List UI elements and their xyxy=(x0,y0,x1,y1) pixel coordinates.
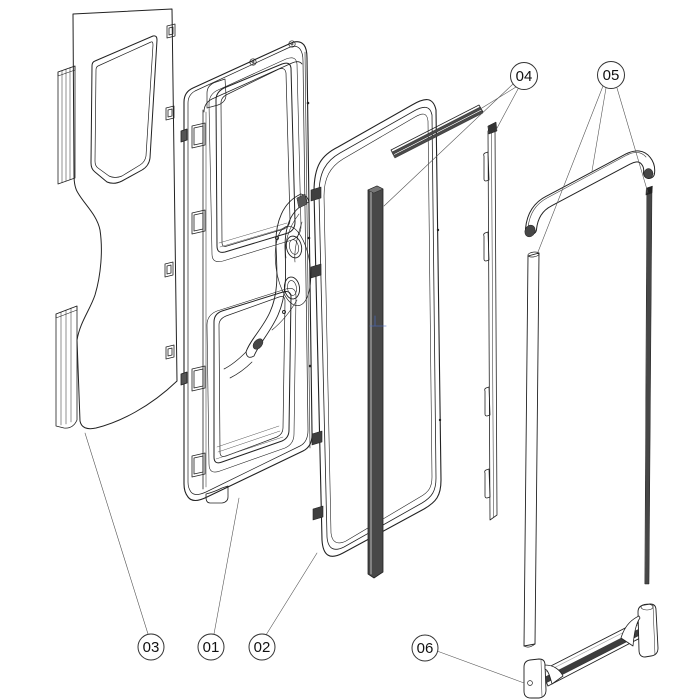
leader-02 xyxy=(265,552,318,636)
seal-frame-outer xyxy=(313,99,442,557)
seal-frame xyxy=(310,99,442,557)
leader-lines xyxy=(84,83,649,684)
glazing-bar-vertical xyxy=(367,185,384,579)
top-trim-rail xyxy=(524,150,656,238)
callout-01[interactable]: 01 xyxy=(197,633,225,661)
callout-02[interactable]: 02 xyxy=(248,633,276,661)
leader-01 xyxy=(213,497,240,635)
door-hinge-blocks xyxy=(180,122,206,478)
seal-frame-clips xyxy=(310,186,324,521)
panel-hinge-rail-bottom xyxy=(55,305,78,429)
leader-03 xyxy=(84,432,149,635)
leader-05b xyxy=(591,87,607,172)
leader-06 xyxy=(436,650,525,684)
inner-panel-outline xyxy=(72,8,178,430)
bottom-rail-right-cap xyxy=(620,603,659,658)
inner-panel-window-inner xyxy=(94,41,154,178)
glazing-strip-diagonal xyxy=(390,104,484,159)
callout-03[interactable]: 03 xyxy=(137,633,165,661)
leader-04b xyxy=(383,83,514,207)
seal-frame-inner xyxy=(323,113,433,544)
callout-05[interactable]: 05 xyxy=(597,61,625,89)
inner-panel xyxy=(55,8,178,430)
door-frame xyxy=(180,40,313,504)
leader-05c xyxy=(616,87,649,194)
panel-hinge-rail-top xyxy=(57,65,76,185)
door-upper-opening xyxy=(208,57,302,262)
door-corner-cap xyxy=(206,78,227,109)
callout-03-label: 03 xyxy=(143,639,160,656)
watermark-mark xyxy=(369,315,387,327)
door-outline-outer xyxy=(183,41,313,502)
seal-frame-mid xyxy=(318,106,437,550)
door-outline-inner xyxy=(187,45,309,495)
callout-02-label: 02 xyxy=(254,639,271,656)
door-front-top-edge xyxy=(203,61,303,113)
door-bottom-tab xyxy=(205,485,229,504)
bottom-rail xyxy=(523,603,659,699)
door-edge-dots xyxy=(306,101,312,368)
clip-strip-clips xyxy=(483,151,491,499)
inner-panel-window-outer xyxy=(90,35,158,184)
leader-04a xyxy=(476,86,517,112)
bottom-rail-left-cap xyxy=(523,658,564,699)
door-right-edge-line xyxy=(304,51,311,449)
seal-frame-dots xyxy=(436,228,442,422)
callout-05-label: 05 xyxy=(603,67,620,84)
door-lower-opening xyxy=(206,288,297,473)
leader-04c xyxy=(495,88,519,131)
door-latch-mechanism xyxy=(223,193,312,379)
leader-05a xyxy=(537,85,604,253)
callout-06-label: 06 xyxy=(417,640,434,657)
callout-06[interactable]: 06 xyxy=(411,634,439,662)
clip-strip xyxy=(483,121,498,521)
panel-clips xyxy=(164,23,176,360)
callout-04-label: 04 xyxy=(516,68,533,85)
door-top-screws xyxy=(249,40,296,66)
callout-01-label: 01 xyxy=(203,639,220,656)
side-tube xyxy=(523,251,540,648)
side-rod xyxy=(644,185,653,585)
callout-04[interactable]: 04 xyxy=(510,62,538,90)
